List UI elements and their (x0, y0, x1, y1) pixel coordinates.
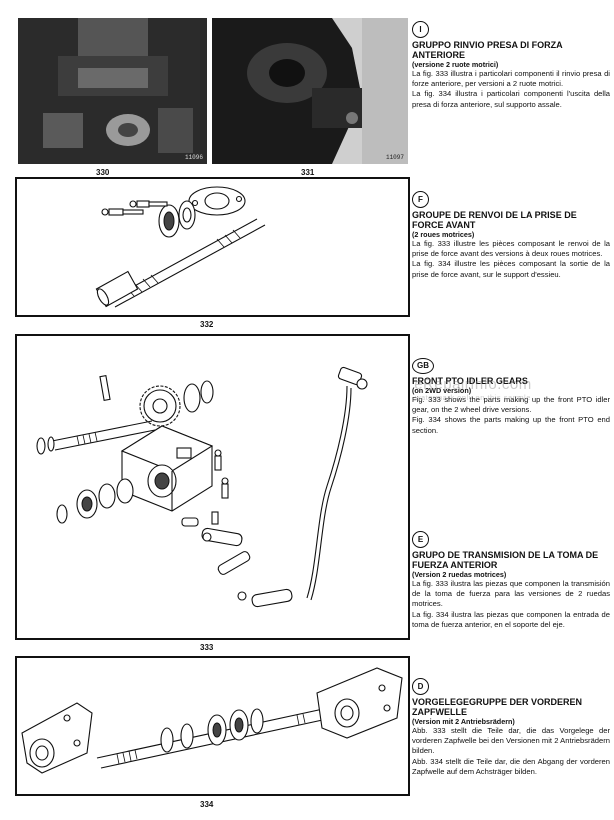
language-badge: D (412, 678, 429, 695)
section-title: VORGELEGEGRUPPE DER VORDEREN ZAPFWELLE (412, 697, 583, 717)
figure-334 (15, 656, 410, 796)
section-paragraph: La fig. 334 illustra i particolari compo… (412, 89, 610, 109)
section-french: F GROUPE DE RENVOI DE LA PRISE DE FORCE … (412, 191, 610, 280)
section-german: D VORGELEGEGRUPPE DER VORDEREN ZAPFWELLE… (412, 678, 610, 777)
photo-code: 11096 (184, 154, 203, 161)
watermark-text: eRepairInfo.com (414, 376, 532, 393)
section-paragraph: Abb. 333 stellt die Teile dar, die das V… (412, 726, 610, 756)
figure-number: 331 (301, 168, 315, 177)
figure-334-drawing (21, 667, 403, 774)
watermark-subtext: watermark only on this sample (415, 393, 531, 402)
section-paragraph: La fig. 334 ilustra las piezas que compo… (412, 609, 610, 629)
language-badge: GB (412, 358, 434, 374)
section-title: GROUPE DE RENVOI DE LA PRISE DE FORCE AV… (412, 210, 577, 230)
section-title: FRONT PTO IDLER GEARS (412, 376, 528, 386)
section-subtitle: (versione 2 ruote motrici) (412, 60, 499, 69)
figure-number: 333 (200, 643, 214, 652)
section-italian: I GRUPPO RINVIO PRESA DI FORZA ANTERIORE… (412, 21, 610, 110)
section-paragraph: Fig. 333 shows the parts making up the f… (412, 395, 610, 415)
photo-331-art (212, 18, 408, 164)
language-badge: E (412, 531, 429, 548)
language-badge: I (412, 21, 429, 38)
photo-330: 11096 (18, 18, 207, 164)
section-title: GRUPPO RINVIO PRESA DI FORZA ANTERIORE (412, 40, 563, 60)
section-english: GB FRONT PTO IDLER GEARS (on 2WD version… (412, 358, 610, 436)
watermark: eRepairInfo.com watermark only on this s… (338, 376, 608, 402)
section-subtitle: (Version 2 ruedas motrices) (412, 570, 507, 579)
section-subtitle: (2 roues motrices) (412, 230, 475, 239)
section-paragraph: La fig. 333 ilustra las piezas que compo… (412, 579, 610, 609)
figure-number: 332 (200, 320, 214, 329)
photo-331: 11097 (212, 18, 408, 164)
section-subtitle: (on 2WD version) (412, 386, 472, 395)
section-paragraph: La fig. 334 illustre les pièces composan… (412, 259, 610, 279)
section-paragraph: Abb. 334 stellt die Teile dar, die den A… (412, 756, 610, 776)
figure-number: 330 (96, 168, 110, 177)
figure-333 (15, 334, 410, 640)
figure-333-drawing (36, 366, 368, 608)
section-paragraph: La fig. 333 illustra i particolari compo… (412, 69, 610, 89)
section-subtitle: (Version mit 2 Antriebsrädern) (412, 717, 515, 726)
section-title: GRUPO DE TRANSMISION DE LA TOMA DE FUERZ… (412, 550, 599, 570)
figure-332 (15, 177, 410, 317)
photo-330-art (18, 18, 207, 164)
section-paragraph: La fig. 333 illustre les pièces composan… (412, 239, 610, 259)
figure-332-drawing (95, 186, 266, 308)
figure-number: 334 (200, 800, 214, 809)
language-badge: F (412, 191, 429, 208)
section-spanish: E GRUPO DE TRANSMISION DE LA TOMA DE FUE… (412, 531, 610, 630)
section-paragraph: Fig. 334 shows the parts making up the f… (412, 415, 610, 435)
photo-code: 11097 (385, 154, 404, 161)
